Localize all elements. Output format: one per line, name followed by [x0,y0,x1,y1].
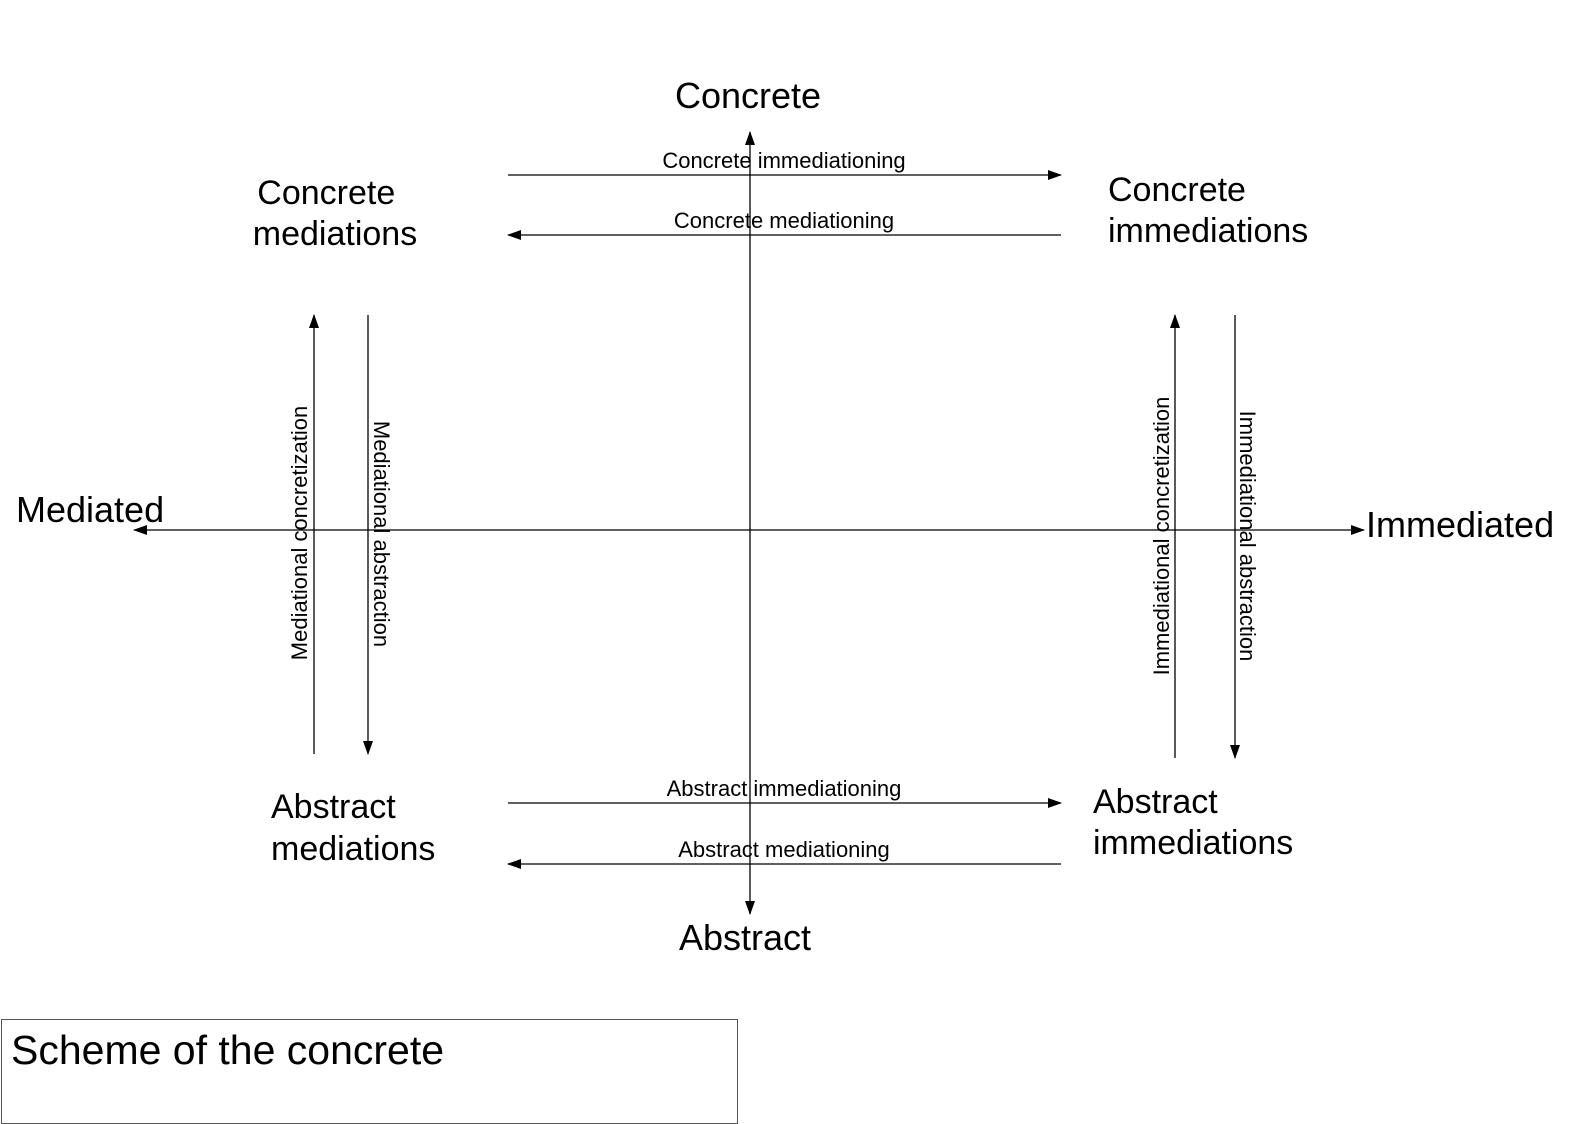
caption-text: Scheme of the concrete [11,1027,445,1073]
edge-label-immediational-concretization: Immediational concretization [1149,397,1174,676]
edge-label-concrete-mediationing: Concrete mediationing [674,208,894,233]
caption-box: Scheme of the concrete [1,1019,738,1124]
node-concrete-mediations: Concrete mediations [253,174,417,253]
edge-label-mediational-concretization: Mediational concretization [287,406,312,660]
axis-label-mediated: Mediated [16,489,164,530]
edge-label-immediational-abstraction: Immediational abstraction [1235,411,1260,662]
edge-label-abstract-mediationing: Abstract mediationing [678,837,890,862]
edge-label-concrete-immediationing: Concrete immediationing [662,148,905,173]
edge-label-mediational-abstraction: Mediational abstraction [369,421,394,647]
edge-label-abstract-immediationing: Abstract immediationing [667,776,902,801]
axis-label-abstract: Abstract [679,917,811,958]
axis-label-immediated: Immediated [1366,504,1554,545]
axis-label-concrete: Concrete [675,75,821,116]
node-abstract-mediations: Abstract mediations [271,788,435,868]
node-abstract-immediations: Abstract immediations [1093,783,1293,862]
node-concrete-immediations: Concrete immediations [1108,171,1308,250]
